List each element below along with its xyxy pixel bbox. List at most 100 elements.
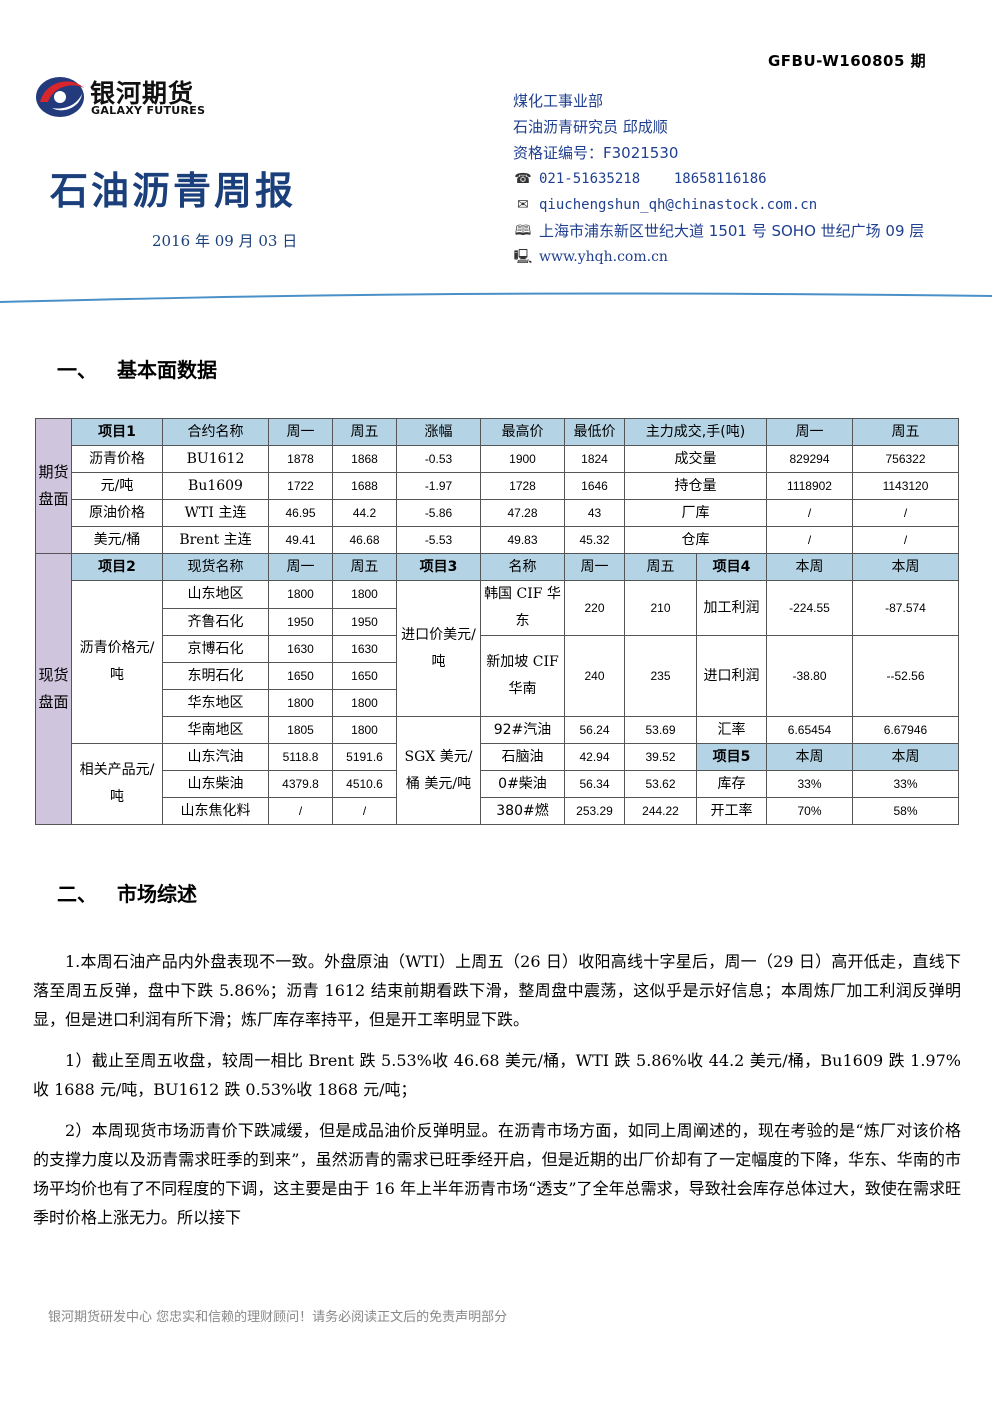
cell: 项目3	[396, 553, 481, 581]
table-row: 京博石化 1630 1630 新加坡 CIF 华南 240 235 进口利润 -…	[36, 635, 959, 717]
section-2-title: 市场综述	[117, 882, 197, 906]
license: 资格证编号：F3021530	[513, 144, 679, 162]
section-1-heading: 一、基本面数据	[57, 354, 217, 383]
cell: 石脑油	[480, 743, 565, 771]
cell: Brent 主连	[162, 526, 269, 554]
cell: 进口利润	[696, 635, 767, 717]
cell: 仓库	[624, 526, 767, 554]
cell: 开工率	[696, 797, 767, 825]
logo-en: GALAXY FUTURES	[91, 104, 206, 117]
analyst: 石油沥青研究员 邱成顺	[513, 118, 668, 136]
cell: 华南地区	[162, 716, 269, 744]
table-row: 山东柴油 4379.8 4510.6 0#柴油 56.34 53.62 库存 3…	[36, 770, 959, 798]
cell: 最高价	[480, 418, 565, 446]
table-row: 相关产品元/吨 山东汽油 5118.8 5191.6 石脑油 42.94 39.…	[36, 743, 959, 825]
cell: 本周	[852, 553, 959, 581]
cell: 周五	[852, 418, 959, 446]
cell: 4379.8	[268, 770, 333, 798]
cell: 1800	[332, 689, 397, 717]
cell: 0#柴油	[480, 770, 565, 798]
side-futures: 期货盘面	[35, 418, 72, 554]
phone: 021-51635218 18658116186	[539, 171, 767, 187]
cell: 6.67946	[852, 716, 959, 744]
cell: -5.53	[396, 526, 481, 554]
table-row: 华东地区 1800 1800	[36, 689, 959, 717]
cell: 山东汽油	[162, 743, 269, 771]
sgx-label: SGX 美元/桶 美元/吨	[396, 716, 481, 825]
cell: 1900	[480, 445, 565, 473]
section-2-heading: 二、市场综述	[57, 878, 197, 907]
cell: 沥青价格	[71, 445, 163, 473]
cell: 1800	[268, 580, 333, 609]
phone-line: ☎ 021-51635218 18658116186	[513, 166, 924, 192]
table-row: 沥青价格 BU1612 1878 1868 -0.53 1900 1824 成交…	[36, 445, 959, 473]
cell: 1728	[480, 472, 565, 500]
cell: /	[332, 797, 397, 825]
cell: 39.52	[624, 743, 697, 771]
table-row: 美元/桶 Brent 主连 49.41 46.68 -5.53 49.83 45…	[36, 526, 959, 554]
address-line: 🕮 上海市浦东新区世纪大道 1501 号 SOHO 世纪广场 09 层	[513, 218, 925, 244]
cell: 5118.8	[268, 743, 333, 771]
cell: 1722	[268, 472, 333, 500]
cell: 6.65454	[766, 716, 853, 744]
cell: 49.41	[268, 526, 333, 554]
cell: 220	[564, 580, 625, 636]
cell: 5191.6	[332, 743, 397, 771]
cell: 加工利润	[696, 580, 767, 636]
cell: 1805	[268, 716, 333, 744]
cell: /	[766, 526, 853, 554]
cell: 43	[564, 499, 625, 527]
contact-block: 煤化工事业部 石油沥青研究员 邱成顺 资格证编号：F3021530 ☎ 021-…	[513, 88, 924, 270]
import-label: 进口价美元/吨	[396, 580, 481, 717]
cell: 4510.6	[332, 770, 397, 798]
address: 上海市浦东新区世纪大道 1501 号 SOHO 世纪广场 09 层	[539, 222, 925, 240]
cell: 92#汽油	[480, 716, 565, 744]
email[interactable]: qiuchengshun_qh@chinastock.com.cn	[539, 197, 818, 213]
cell: 项目1	[71, 418, 163, 446]
cell: -1.97	[396, 472, 481, 500]
cell: 周五	[624, 553, 697, 581]
cell: 现货名称	[162, 553, 269, 581]
cell: 持仓量	[624, 472, 767, 500]
cell: 周五	[332, 418, 397, 446]
cell: 756322	[852, 445, 959, 473]
section-2-number: 二、	[57, 882, 97, 906]
cell: Bu1609	[162, 472, 269, 500]
cell: 华东地区	[162, 689, 269, 717]
email-line: ✉ qiuchengshun_qh@chinastock.com.cn	[513, 192, 924, 218]
cell: /	[852, 526, 959, 554]
section-1-title: 基本面数据	[117, 358, 217, 382]
cell: 汇率	[696, 716, 767, 744]
cell: -5.86	[396, 499, 481, 527]
cell: 厂库	[624, 499, 767, 527]
cell: 本周	[766, 743, 853, 771]
report-id: GFBU-W160805 期	[768, 52, 927, 70]
cell: 1950	[332, 607, 397, 636]
cell: /	[268, 797, 333, 825]
cell: 1824	[564, 445, 625, 473]
cell: 1950	[268, 607, 333, 636]
paragraph: 1.本周石油产品内外盘表现不一致。外盘原油（WTI）上周五（26 日）收阳高线十…	[33, 952, 961, 1029]
table-row: 东明石化 1650 1650	[36, 662, 959, 690]
related-label: 相关产品元/吨	[71, 743, 163, 825]
cell: /	[766, 499, 853, 527]
cell: 山东焦化料	[162, 797, 269, 825]
cell: 56.24	[564, 716, 625, 744]
cell: 合约名称	[162, 418, 269, 446]
cell: 380#燃	[480, 797, 565, 825]
cell: 本周	[852, 743, 959, 771]
cell: 项目2	[71, 553, 163, 581]
computer-icon: 🖳	[513, 249, 533, 265]
report-title: 石油沥青周报	[50, 168, 297, 213]
cell: 京博石化	[162, 635, 269, 663]
cell: 库存	[696, 770, 767, 798]
cell: 56.34	[564, 770, 625, 798]
cell: 东明石化	[162, 662, 269, 690]
cell: BU1612	[162, 445, 269, 473]
table-row: 沥青价格元/吨 山东地区 1800 1800 进口价美元/吨 韩国 CIF 华东…	[36, 580, 959, 744]
department: 煤化工事业部	[513, 92, 604, 110]
cell: 周一	[766, 418, 853, 446]
website[interactable]: www.yhqh.com.cn	[539, 249, 668, 265]
cell: 49.83	[480, 526, 565, 554]
cell: -38.80	[766, 635, 853, 717]
